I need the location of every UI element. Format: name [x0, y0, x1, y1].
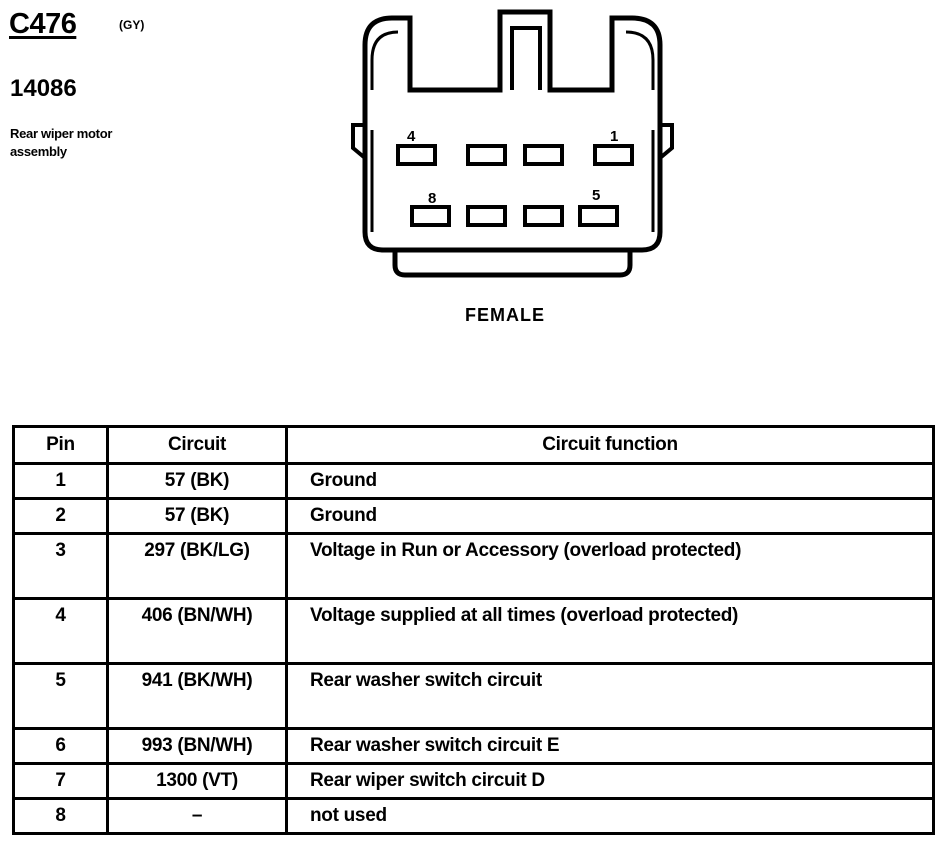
- color-code: (GY): [119, 18, 145, 32]
- function-cell: Voltage in Run or Accessory (overload pr…: [285, 532, 935, 600]
- circuit-cell: 297 (BK/LG): [106, 532, 288, 600]
- connector-id: C476: [9, 8, 77, 40]
- circuit-cell: 993 (BN/WH): [106, 727, 288, 765]
- circuit-cell: –: [106, 797, 288, 835]
- function-cell: Ground: [285, 497, 935, 535]
- part-number: 14086: [10, 75, 77, 102]
- connector-inner-frame: [370, 130, 655, 232]
- table-header-row: Pin Circuit Circuit function: [12, 425, 935, 465]
- pin-cavity-4: [396, 144, 437, 166]
- pin-cell: 2: [12, 497, 109, 535]
- pin-cell: 4: [12, 597, 109, 665]
- side-latch-right: [658, 123, 674, 160]
- pin-label-8: 8: [428, 190, 436, 207]
- function-cell: Voltage supplied at all times (overload …: [285, 597, 935, 665]
- pin-cavity-1: [593, 144, 634, 166]
- pin-cell: 6: [12, 727, 109, 765]
- table-row: 7 1300 (VT) Rear wiper switch circuit D: [12, 762, 935, 800]
- connector-top-step-left: [370, 30, 399, 90]
- connector-bottom-skirt: [392, 250, 633, 278]
- table-row: 1 57 (BK) Ground: [12, 462, 935, 500]
- table-row: 3 297 (BK/LG) Voltage in Run or Accessor…: [12, 532, 935, 600]
- pin-cavity-3: [466, 144, 507, 166]
- side-latch-left: [351, 123, 367, 160]
- pin-label-1: 1: [610, 128, 618, 145]
- table-row: 4 406 (BN/WH) Voltage supplied at all ti…: [12, 597, 935, 665]
- circuit-cell: 1300 (VT): [106, 762, 288, 800]
- function-cell: not used: [285, 797, 935, 835]
- pin-label-4: 4: [407, 128, 416, 145]
- table-row: 5 941 (BK/WH) Rear washer switch circuit: [12, 662, 935, 730]
- connector-top-step-right: [625, 30, 655, 90]
- pin-cavity-5: [578, 205, 619, 227]
- column-header-function: Circuit function: [285, 425, 935, 465]
- connector-gender-label: FEMALE: [465, 305, 545, 325]
- pin-cell: 3: [12, 532, 109, 600]
- pin-cell: 1: [12, 462, 109, 500]
- pin-label-5: 5: [592, 187, 600, 204]
- connector-housing: [362, 9, 663, 253]
- function-cell: Ground: [285, 462, 935, 500]
- table-row: 8 – not used: [12, 797, 935, 835]
- column-header-pin: Pin: [12, 425, 109, 465]
- table-row: 2 57 (BK) Ground: [12, 497, 935, 535]
- function-cell: Rear washer switch circuit E: [285, 727, 935, 765]
- function-cell: Rear washer switch circuit: [285, 662, 935, 730]
- function-cell: Rear wiper switch circuit D: [285, 762, 935, 800]
- pin-cavity-2: [523, 144, 564, 166]
- circuit-cell: 941 (BK/WH): [106, 662, 288, 730]
- table-row: 6 993 (BN/WH) Rear washer switch circuit…: [12, 727, 935, 765]
- pinout-table: Pin Circuit Circuit function 1 57 (BK) G…: [12, 425, 935, 835]
- circuit-cell: 406 (BN/WH): [106, 597, 288, 665]
- locking-tab: [510, 26, 542, 90]
- pin-cell: 5: [12, 662, 109, 730]
- column-header-circuit: Circuit: [106, 425, 288, 465]
- pin-cell: 8: [12, 797, 109, 835]
- pin-cell: 7: [12, 762, 109, 800]
- pin-cavity-8: [410, 205, 451, 227]
- component-description: Rear wiper motor assembly: [10, 126, 113, 159]
- pin-cavity-6: [523, 205, 564, 227]
- pin-cavity-7: [466, 205, 507, 227]
- connector-diagram: 4 1 8 5: [351, 9, 674, 278]
- circuit-cell: 57 (BK): [106, 497, 288, 535]
- circuit-cell: 57 (BK): [106, 462, 288, 500]
